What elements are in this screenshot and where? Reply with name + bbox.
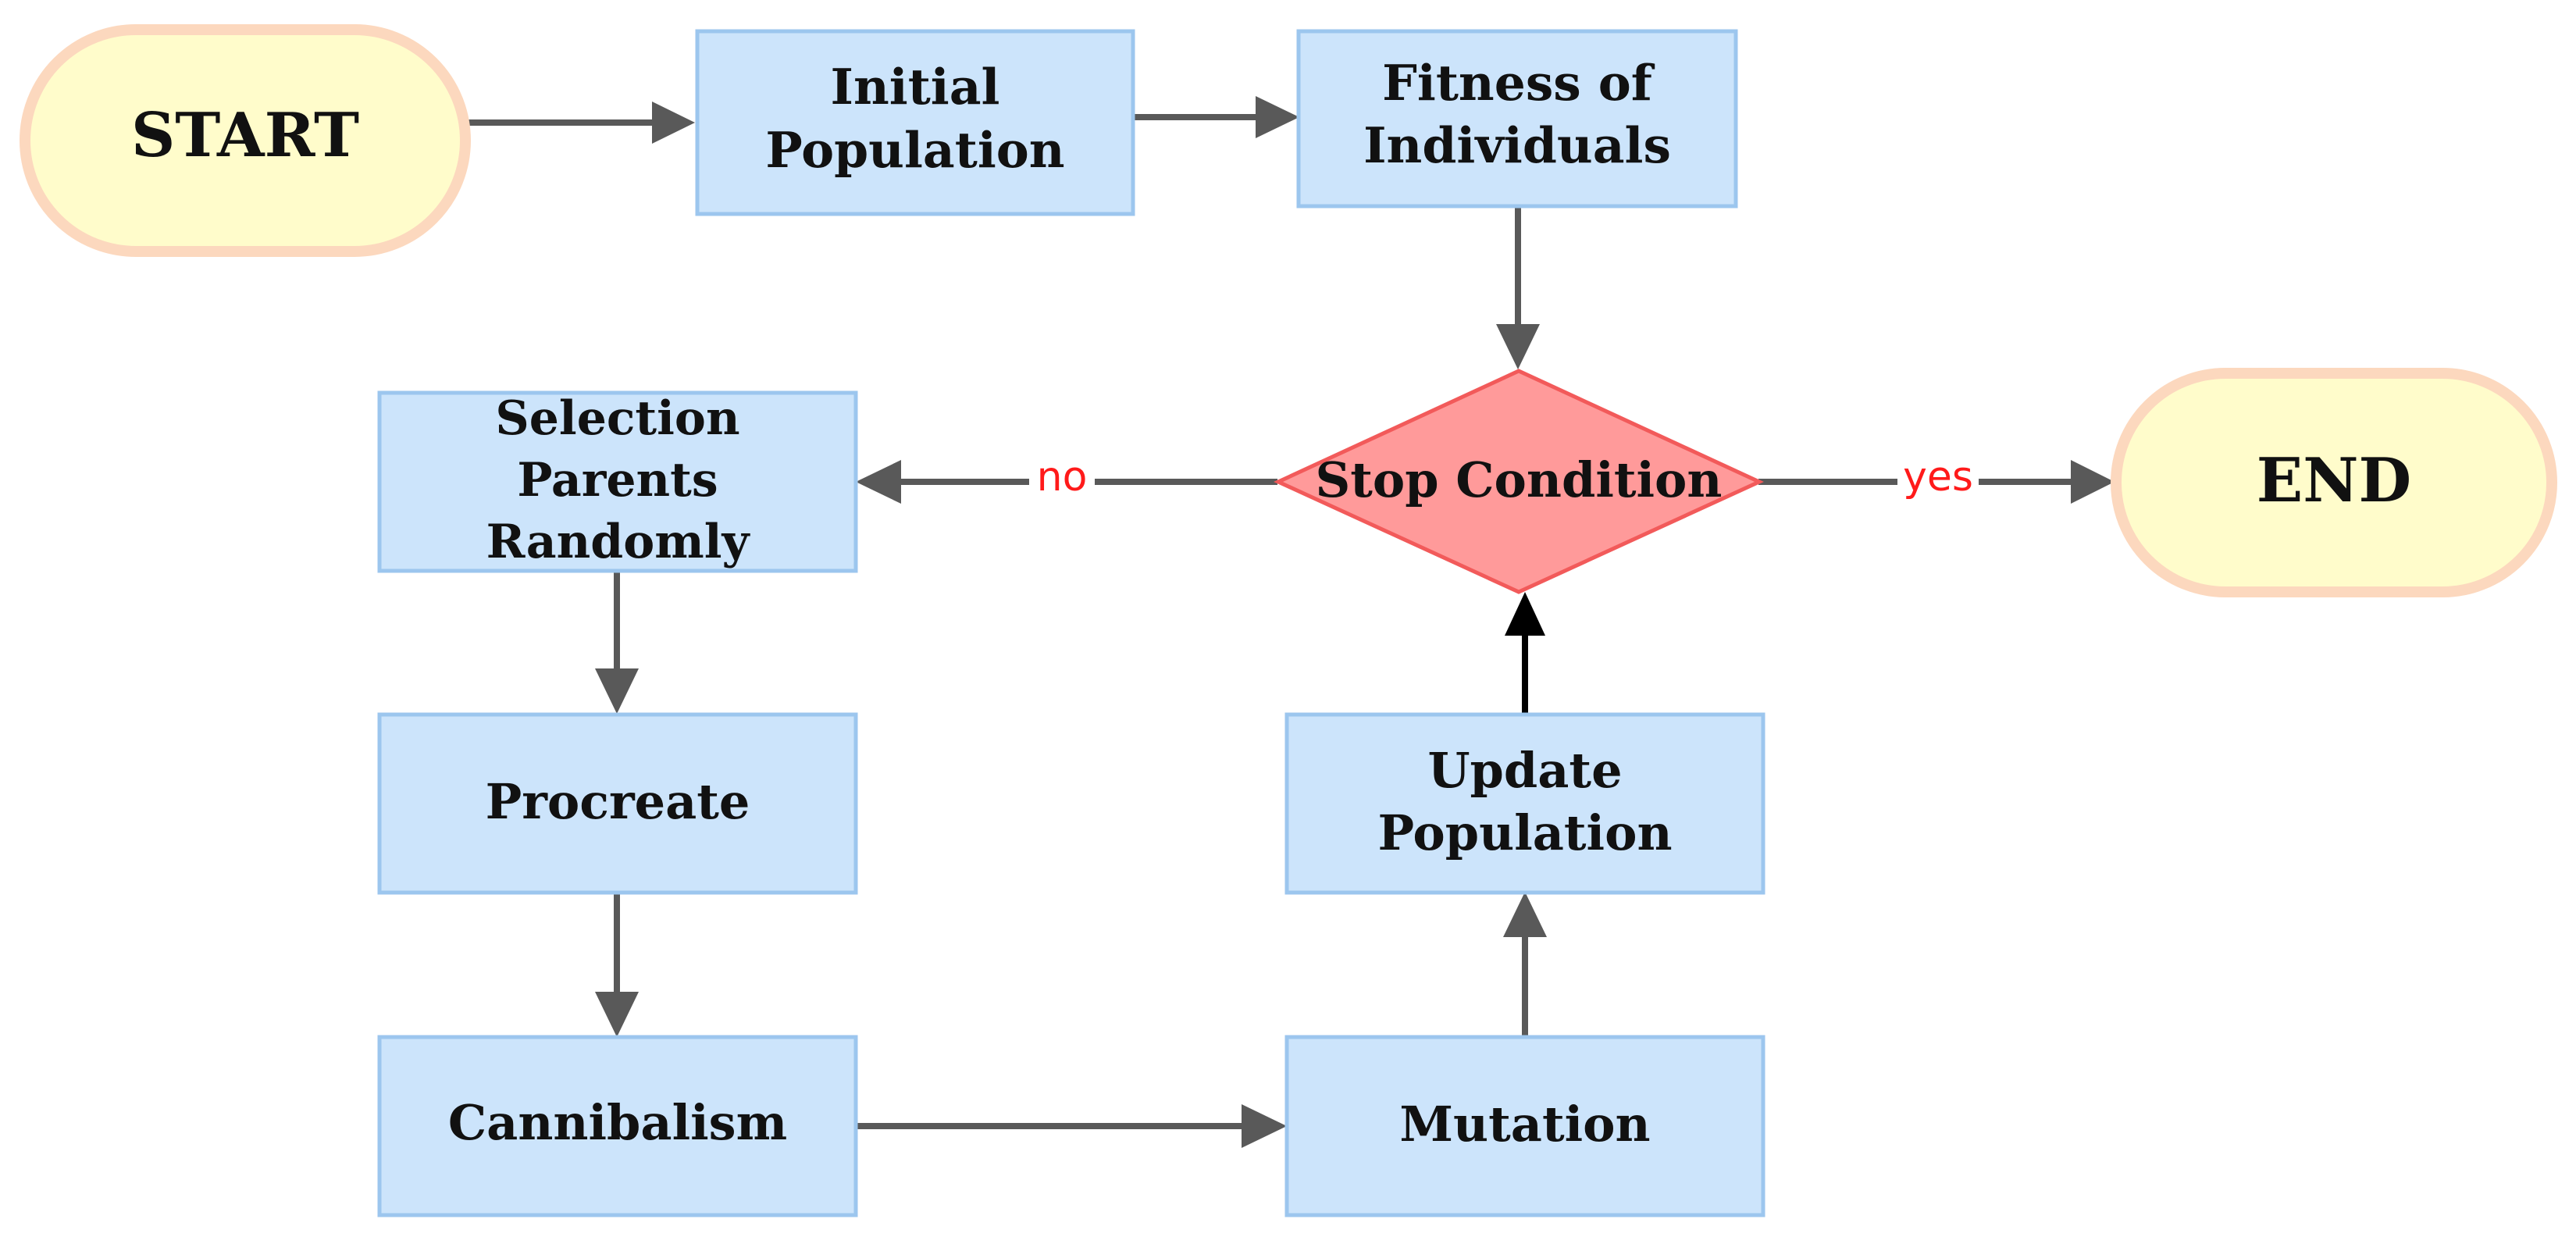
edge-label-yes: yes xyxy=(1903,454,1973,501)
mutation-label: Mutation xyxy=(1399,1096,1650,1153)
update-population-line-2: Population xyxy=(1377,804,1672,861)
arrowhead-selection xyxy=(856,460,901,504)
start-terminal: START xyxy=(20,24,471,257)
no-label-bg xyxy=(1029,459,1095,504)
edges: no yes xyxy=(461,96,2115,1148)
selection-box xyxy=(377,390,858,573)
arrowhead-stop-from-fitness xyxy=(1496,324,1540,369)
update-population-line-1: Update xyxy=(1427,742,1622,799)
start-label: START xyxy=(131,100,359,171)
selection-node: Selection Parents Randomly xyxy=(377,390,858,573)
stop-condition-diamond xyxy=(1274,369,1764,594)
fitness-node: Fitness of Individuals xyxy=(1296,29,1738,209)
cannibalism-label: Cannibalism xyxy=(448,1094,787,1151)
initial-population-box xyxy=(695,29,1135,216)
fitness-line-1: Fitness of xyxy=(1382,54,1655,112)
arrowhead-cannibalism xyxy=(595,992,639,1037)
procreate-box xyxy=(377,712,858,895)
arrowhead-initial-population xyxy=(652,102,695,144)
arrowhead-mutation xyxy=(1242,1104,1287,1148)
yes-label-bg xyxy=(1897,459,1979,504)
procreate-node: Procreate xyxy=(377,712,858,895)
end-terminal: END xyxy=(2111,368,2557,597)
fitness-box xyxy=(1296,29,1738,209)
update-population-node: Update Population xyxy=(1284,712,1765,895)
initial-population-line-1: Initial xyxy=(831,58,1000,116)
arrowhead-stop-from-update xyxy=(1505,592,1545,636)
stop-condition-label: Stop Condition xyxy=(1315,451,1722,508)
fitness-line-2: Individuals xyxy=(1363,116,1671,174)
edge-label-no: no xyxy=(1037,454,1088,501)
stop-condition-decision: Stop Condition xyxy=(1274,369,1764,594)
procreate-label: Procreate xyxy=(486,773,750,830)
initial-population-node: Initial Population xyxy=(695,29,1135,216)
start-shape xyxy=(20,24,471,257)
update-population-box xyxy=(1284,712,1765,895)
end-label: END xyxy=(2257,445,2411,516)
arrowhead-procreate xyxy=(595,668,639,714)
mutation-box xyxy=(1284,1035,1765,1217)
selection-line-2: Parents xyxy=(517,453,718,508)
end-shape xyxy=(2111,368,2557,597)
arrowhead-end xyxy=(2071,460,2115,504)
cannibalism-node: Cannibalism xyxy=(377,1035,858,1217)
arrowhead-fitness xyxy=(1256,96,1299,138)
selection-line-3: Randomly xyxy=(486,515,751,569)
arrowhead-update xyxy=(1503,892,1547,937)
cannibalism-box xyxy=(377,1035,858,1217)
selection-line-1: Selection xyxy=(495,391,739,446)
initial-population-line-2: Population xyxy=(765,121,1064,179)
mutation-node: Mutation xyxy=(1284,1035,1765,1217)
